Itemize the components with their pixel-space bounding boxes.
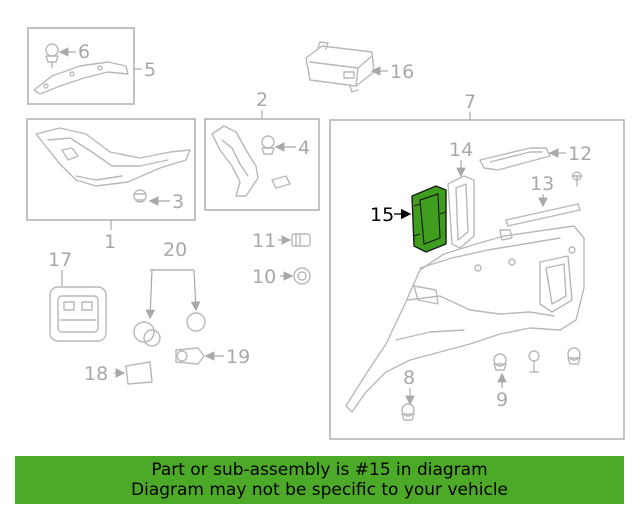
part-11-connector — [291, 233, 311, 247]
part-5-garnish — [33, 61, 129, 95]
part-15-highlighted — [411, 185, 447, 253]
info-banner: Part or sub-assembly is #15 in diagram D… — [15, 456, 624, 504]
callout-7: 7 — [464, 91, 476, 113]
part-14-frame — [447, 175, 475, 249]
part-9-clip — [493, 353, 507, 371]
part-clip-right — [567, 347, 581, 365]
part-12-handle — [479, 147, 551, 171]
callout-4: 4 — [298, 137, 310, 159]
callout-3: 3 — [172, 191, 184, 213]
part-7-quarter-trim — [345, 225, 585, 413]
callout-15: 15 — [370, 204, 394, 226]
callout-16: 16 — [390, 61, 414, 83]
part-13-strip — [505, 171, 583, 227]
part-2-pillar-garnish — [211, 125, 291, 197]
callout-20: 20 — [163, 239, 187, 261]
part-18-cover — [125, 361, 153, 385]
banner-line-2: Diagram may not be specific to your vehi… — [130, 480, 508, 500]
callout-17: 17 — [48, 249, 72, 271]
part-17-lamp — [49, 286, 107, 342]
callout-1: 1 — [104, 231, 116, 253]
part-19-bulb — [175, 347, 205, 365]
callout-5: 5 — [144, 59, 156, 81]
group-box-2 — [204, 118, 320, 211]
group-box-1 — [26, 118, 196, 221]
part-3-clip — [133, 189, 147, 203]
callout-8: 8 — [403, 367, 415, 389]
part-20-bulb-socket — [133, 312, 206, 347]
callout-11: 11 — [252, 230, 276, 252]
group-box-7 — [329, 119, 625, 440]
callout-18: 18 — [84, 363, 108, 385]
callout-9: 9 — [496, 389, 508, 411]
callout-13: 13 — [530, 173, 554, 195]
banner-line-1: Part or sub-assembly is #15 in diagram — [151, 460, 488, 480]
part-8-clip — [401, 403, 415, 421]
callout-10: 10 — [252, 266, 276, 288]
part-screw — [528, 350, 540, 373]
part-4-clip — [261, 135, 275, 155]
part-16-module — [305, 41, 375, 93]
callout-12: 12 — [568, 143, 592, 165]
parts-diagram: 6 5 16 3 1 4 2 — [26, 27, 625, 440]
part-1-trim-panel — [35, 127, 191, 187]
part-6-clip — [45, 43, 59, 69]
callout-6: 6 — [78, 41, 90, 63]
callout-19: 19 — [226, 346, 250, 368]
part-10-grommet — [293, 267, 311, 285]
callout-2: 2 — [256, 89, 268, 111]
group-box-5 — [27, 27, 135, 105]
callout-14: 14 — [449, 139, 473, 161]
